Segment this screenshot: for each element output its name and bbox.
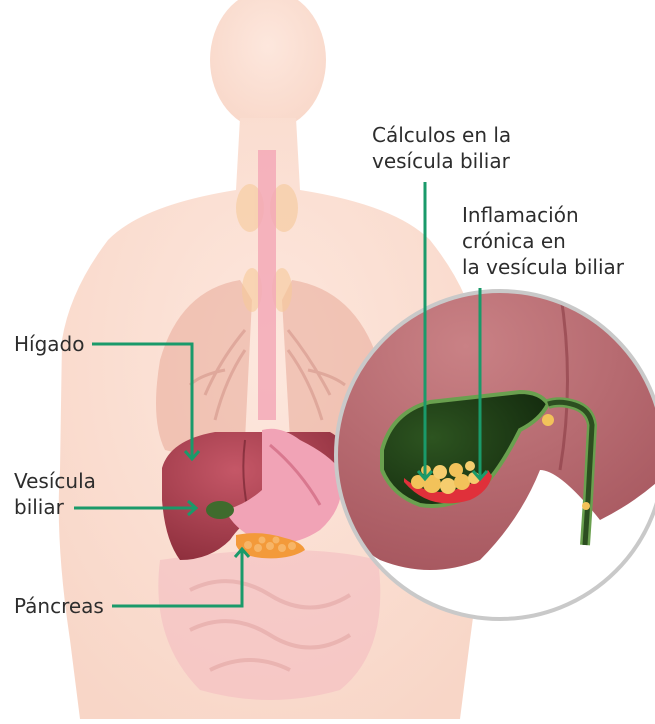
gallstones-label: Cálculos en la vesícula biliar xyxy=(372,122,511,174)
inflammation-label-line2: crónica en xyxy=(462,228,624,254)
inflammation-label-line1: Inflamación xyxy=(462,202,624,228)
inflammation-label-line3: la vesícula biliar xyxy=(462,254,624,280)
pancreas-label: Páncreas xyxy=(14,593,104,619)
gallbladder-small xyxy=(206,501,234,519)
liver-label: Hígado xyxy=(14,331,84,357)
pancreas-label-text: Páncreas xyxy=(14,594,104,618)
esophagus xyxy=(258,150,276,420)
intestines xyxy=(158,550,380,700)
gallbladder-label: Vesícula biliar xyxy=(14,468,96,520)
gallbladder-label-line2: biliar xyxy=(14,494,96,520)
gallstones-label-line2: vesícula biliar xyxy=(372,148,511,174)
inflammation-label: Inflamación crónica en la vesícula bilia… xyxy=(462,202,624,280)
gallbladder-label-line1: Vesícula xyxy=(14,468,96,494)
gallstones-label-line1: Cálculos en la xyxy=(372,122,511,148)
liver-label-text: Hígado xyxy=(14,332,84,356)
